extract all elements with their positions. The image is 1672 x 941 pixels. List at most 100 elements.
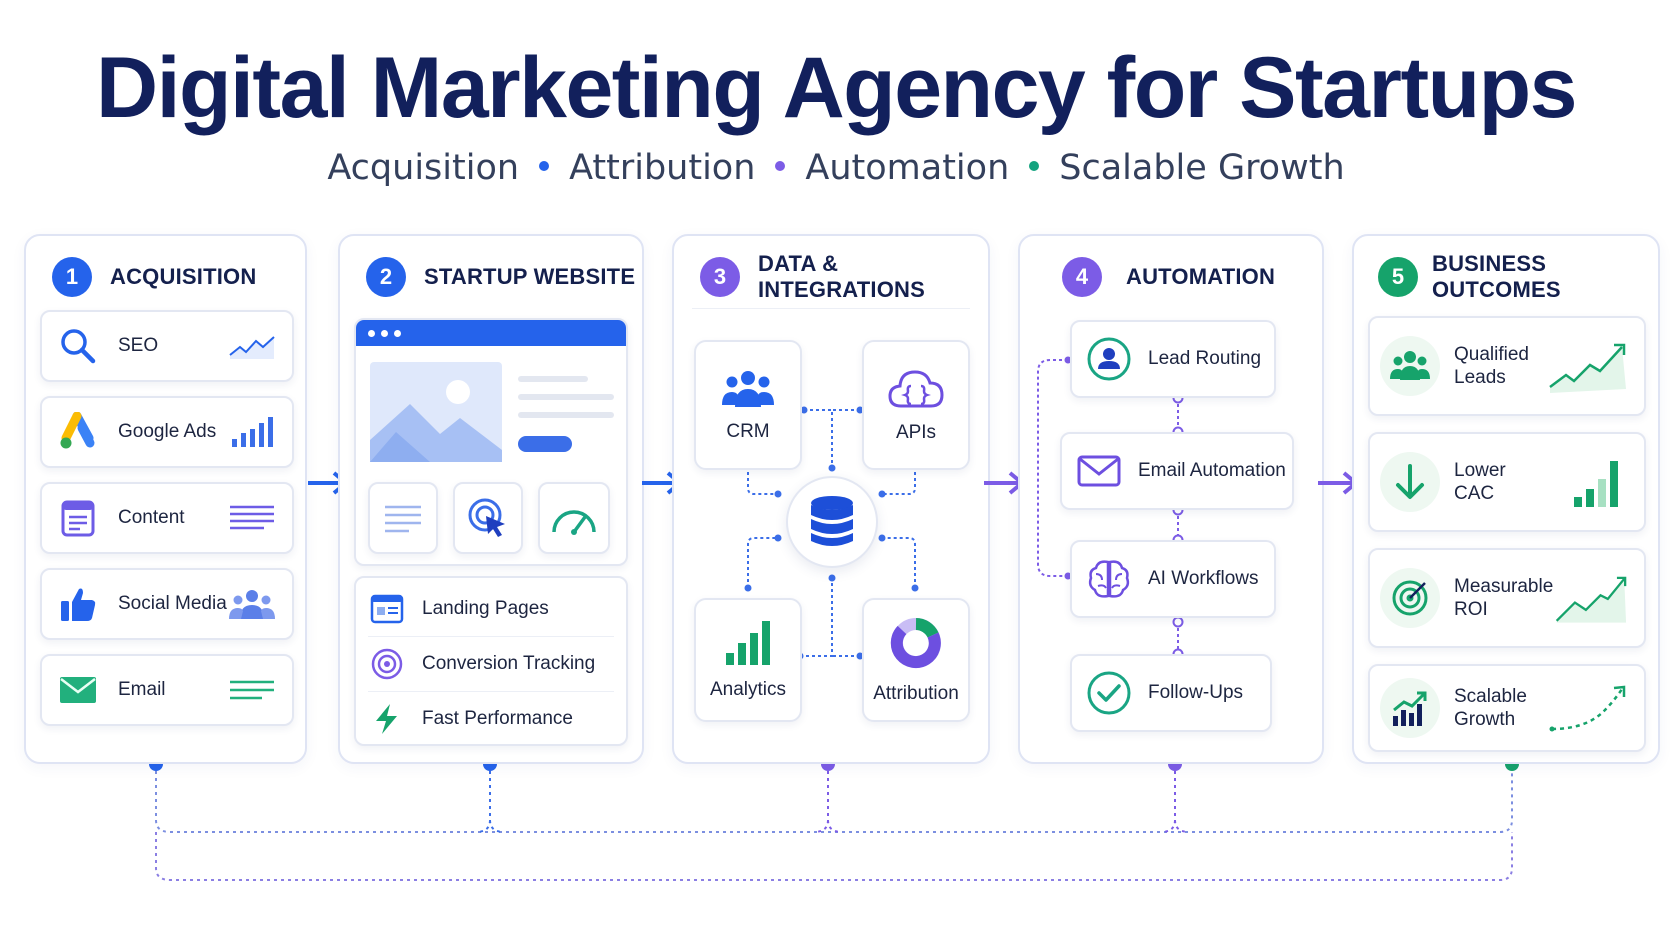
step-number: 4 — [1062, 257, 1102, 297]
feature-landing-pages[interactable]: Landing Pages — [356, 586, 626, 632]
outcome-card-measurable-roi[interactable]: Measurable ROI — [1368, 548, 1646, 648]
document-icon — [61, 500, 95, 537]
text-placeholder — [518, 376, 588, 382]
outcome-label: Lower CAC — [1454, 460, 1506, 504]
icon-badge — [1380, 678, 1440, 738]
people-icon — [1390, 351, 1430, 380]
trend-line-icon — [229, 336, 275, 359]
image-placeholder-icon — [370, 362, 502, 462]
envelope-icon — [1077, 455, 1121, 487]
panel-title: STARTUP WEBSITE — [424, 264, 636, 289]
node-label: APIs — [895, 422, 937, 443]
page-title: Digital Marketing Agency for Startups — [96, 40, 1578, 136]
automation-step-lead-routing[interactable]: Lead Routing — [1070, 320, 1276, 398]
bar-chart-icon — [232, 417, 273, 447]
integration-node-attribution[interactable]: Attribution — [862, 598, 970, 722]
automation-step-follow-ups[interactable]: Follow-Ups — [1070, 654, 1272, 732]
panel-title: ACQUISITION — [110, 264, 257, 289]
cloud-code-icon — [888, 370, 944, 408]
bar-chart-icon — [1574, 461, 1618, 507]
step-label: Lead Routing — [1148, 348, 1262, 369]
divider — [692, 308, 970, 309]
landing-page-icon — [370, 594, 404, 624]
search-icon — [61, 329, 96, 364]
step-number: 1 — [52, 257, 92, 297]
subtitle-item-attribution: Attribution — [569, 148, 756, 188]
google-ads-icon — [60, 412, 95, 449]
icon-badge — [1380, 336, 1440, 396]
panel-header: 4 AUTOMATION — [1020, 252, 1322, 302]
step-number: 5 — [1378, 257, 1418, 297]
people-icon — [722, 371, 774, 407]
check-circle-icon — [1087, 671, 1131, 715]
panel-title: DATA & INTEGRATIONS — [758, 251, 925, 302]
step-label: Follow-Ups — [1148, 682, 1244, 703]
step-number: 3 — [700, 257, 740, 297]
channel-card-social-media[interactable]: Social Media — [40, 568, 294, 640]
outcome-card-qualified-leads[interactable]: Qualified Leads — [1368, 316, 1646, 416]
browser-mockup — [354, 318, 628, 566]
cta-button-placeholder — [518, 436, 572, 452]
automation-step-ai-workflows[interactable]: AI Workflows — [1070, 540, 1276, 618]
user-circle-icon — [1087, 337, 1131, 381]
panel-header: 2 STARTUP WEBSITE — [340, 252, 642, 302]
website-features: Landing Pages Conversion Tracking Fast P… — [354, 576, 628, 746]
outcome-label: Measurable ROI — [1454, 576, 1554, 620]
panel-startup-website: 2 STARTUP WEBSITE Landing Pages — [338, 234, 644, 764]
step-label: Email Automation — [1138, 460, 1286, 481]
channel-card-google-ads[interactable]: Google Ads — [40, 396, 294, 468]
text-lines-icon — [230, 505, 274, 530]
channel-label: Email — [118, 679, 166, 700]
panel-data-integrations: 3 DATA & INTEGRATIONS CRM APIs Analytics… — [672, 234, 990, 764]
people-icon — [229, 590, 275, 619]
gauge-icon — [552, 510, 596, 535]
subtitle-item-growth: Scalable Growth — [1059, 148, 1345, 188]
icon-badge — [1380, 452, 1440, 512]
integration-node-apis[interactable]: APIs — [862, 340, 970, 470]
trend-up-icon — [1549, 343, 1626, 393]
text-placeholder — [518, 412, 614, 418]
arrow-down-icon — [1396, 464, 1424, 499]
feature-label: Landing Pages — [422, 598, 549, 619]
browser-bar — [356, 320, 626, 346]
subtitle-item-automation: Automation — [805, 148, 1010, 188]
feature-conversion-tracking[interactable]: Conversion Tracking — [356, 641, 626, 687]
database-icon — [811, 496, 853, 546]
dashed-trend-icon — [1549, 685, 1626, 732]
divider — [368, 691, 614, 692]
widget-click — [453, 482, 523, 554]
target-icon — [371, 648, 403, 680]
feature-fast-performance[interactable]: Fast Performance — [356, 696, 626, 742]
bullet-dot — [1029, 161, 1040, 171]
window-dot — [381, 329, 388, 337]
outcome-card-scalable-growth[interactable]: Scalable Growth — [1368, 664, 1646, 752]
lightning-icon — [376, 704, 397, 734]
outcome-label: Qualified Leads — [1454, 344, 1529, 388]
divider — [368, 636, 614, 637]
panel-header: 1 ACQUISITION — [26, 252, 305, 302]
channel-card-content[interactable]: Content — [40, 482, 294, 554]
panel-header: 3 DATA & INTEGRATIONS — [674, 251, 988, 302]
panel-business-outcomes: 5 BUSINESS OUTCOMES Qualified Leads Lowe… — [1352, 234, 1660, 764]
outcome-label: Scalable Growth — [1454, 686, 1527, 730]
trend-up-icon — [1556, 576, 1627, 623]
panel-automation: 4 AUTOMATION Lead Routing Email Automati… — [1018, 234, 1324, 764]
target-icon — [1392, 580, 1428, 616]
click-target-icon — [468, 498, 505, 537]
channel-card-email[interactable]: Email — [40, 654, 294, 726]
icon-badge — [1380, 568, 1440, 628]
panel-acquisition: 1 ACQUISITION SEO Google Ads Content Soc… — [24, 234, 307, 764]
node-label: CRM — [726, 421, 770, 442]
subtitle-item-acquisition: Acquisition — [327, 148, 520, 188]
outcome-card-lower-cac[interactable]: Lower CAC — [1368, 432, 1646, 532]
channel-card-seo[interactable]: SEO — [40, 310, 294, 382]
automation-step-email-automation[interactable]: Email Automation — [1060, 432, 1294, 510]
integration-node-crm[interactable]: CRM — [694, 340, 802, 470]
panel-header: 5 BUSINESS OUTCOMES — [1354, 251, 1658, 302]
channel-label: SEO — [118, 335, 159, 356]
text-lines-icon — [230, 680, 274, 700]
integration-node-analytics[interactable]: Analytics — [694, 598, 802, 722]
integration-links — [744, 406, 919, 660]
subtitle: Acquisition Attribution Automation Scalable… — [0, 146, 1672, 190]
panel-title: AUTOMATION — [1126, 264, 1276, 289]
